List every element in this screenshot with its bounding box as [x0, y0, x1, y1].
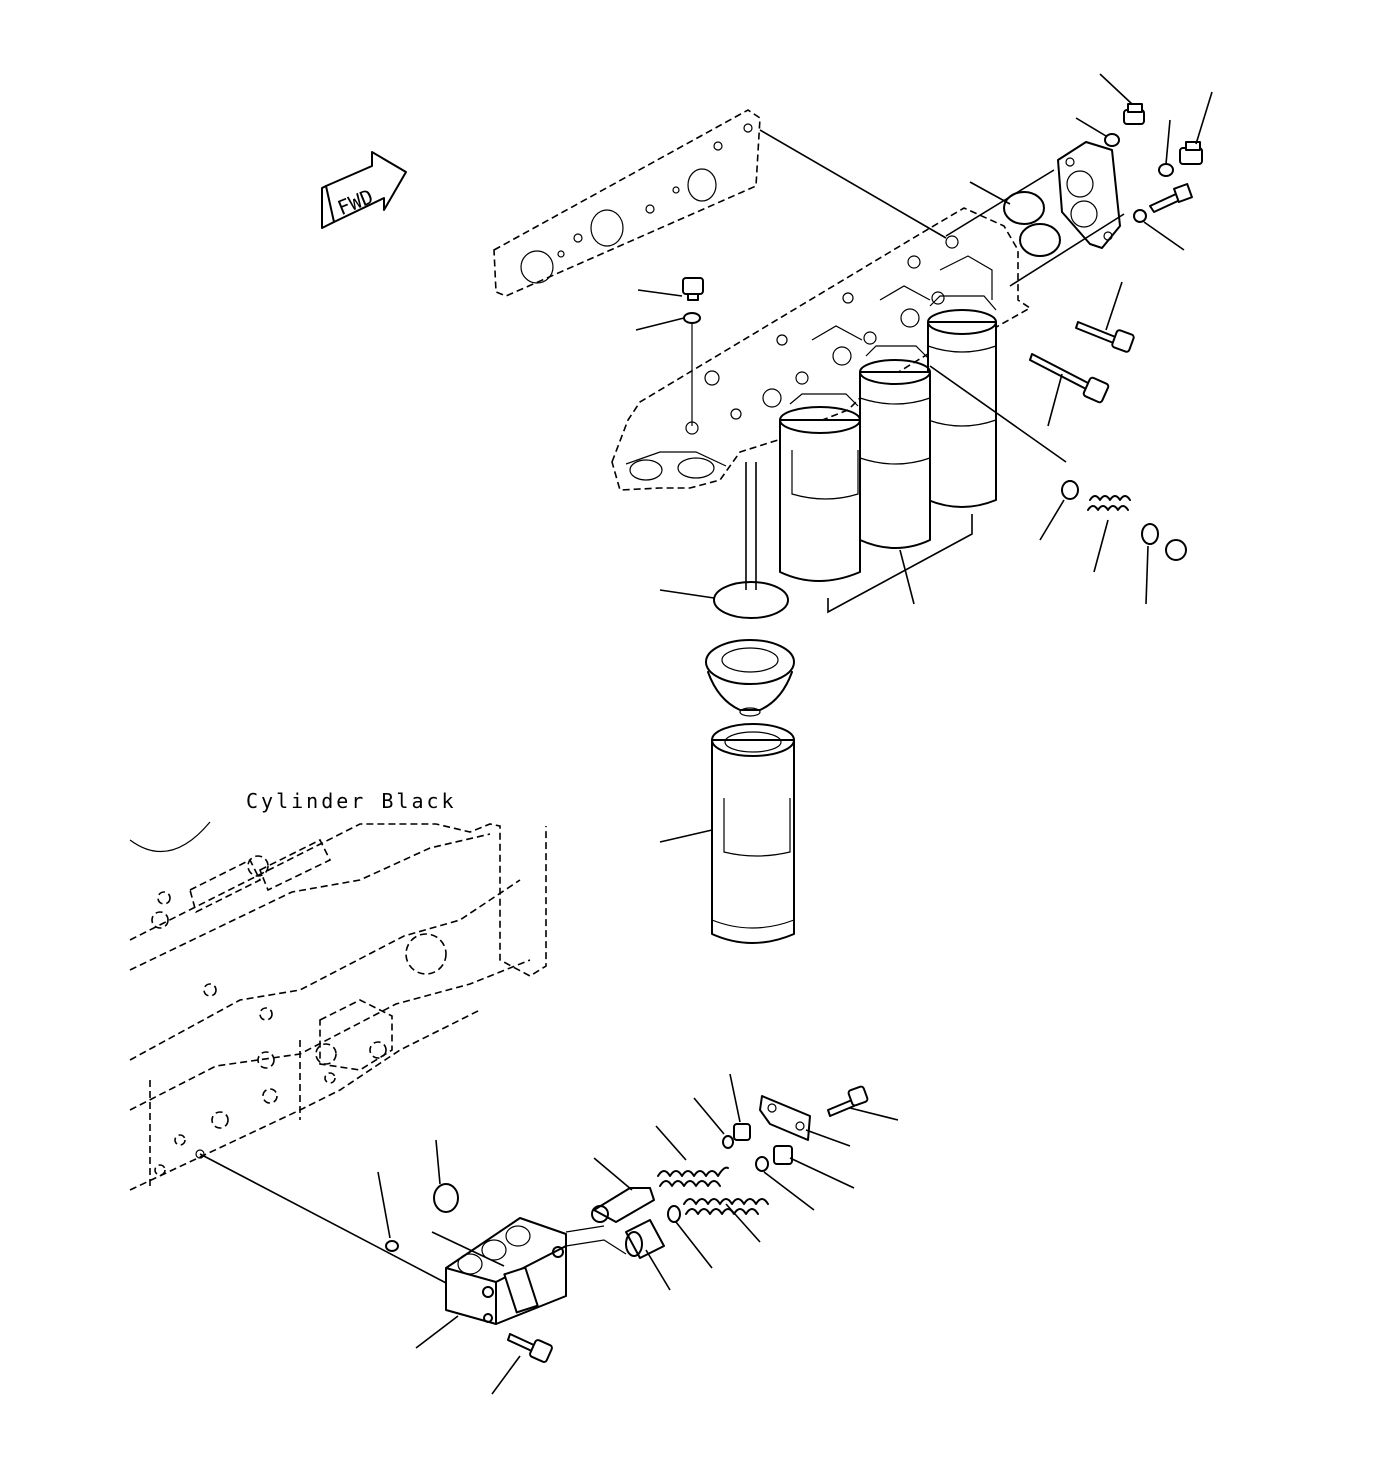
gasket-pair	[1003, 191, 1061, 257]
valve-body	[445, 1217, 567, 1325]
o-ring-lower	[755, 1156, 769, 1172]
o-ring-small	[385, 1240, 399, 1252]
gasket-plate	[493, 109, 761, 297]
spring-lower	[683, 1198, 769, 1215]
plunger	[591, 1187, 655, 1223]
cylinder-block-label: Cylinder Black	[246, 789, 457, 813]
cover-bolt	[827, 1085, 869, 1117]
plug-bolt-small	[682, 277, 704, 426]
spin-on-filter	[711, 723, 795, 944]
filter-canister-installed-1	[779, 393, 861, 582]
long-bolt-1	[1075, 321, 1135, 353]
filter-adapter	[705, 639, 795, 717]
fwd-arrow-icon: FWD	[321, 151, 407, 229]
cylinder-block	[129, 821, 547, 1191]
bolt-cover	[1133, 183, 1193, 223]
spring-upper	[657, 1166, 729, 1187]
plug-top-right-1	[1104, 103, 1145, 147]
cover-plate	[1057, 141, 1121, 249]
cover-plate-small	[759, 1095, 811, 1141]
seal-disc	[433, 1183, 459, 1213]
valve-body-bolt	[507, 1333, 553, 1363]
plug-upper	[733, 1123, 751, 1141]
plug-top-right-2	[1158, 141, 1203, 177]
relief-valve-parts	[1061, 480, 1187, 561]
plug-lower	[773, 1145, 793, 1165]
long-bolt-2	[1029, 353, 1110, 404]
filter-canister-installed-2	[859, 345, 931, 549]
filter-canister-installed-3	[927, 295, 997, 508]
o-ring-middle	[667, 1205, 681, 1223]
o-ring-large	[713, 581, 789, 619]
o-ring-upper	[722, 1135, 734, 1149]
valve-sleeve	[625, 1219, 665, 1259]
